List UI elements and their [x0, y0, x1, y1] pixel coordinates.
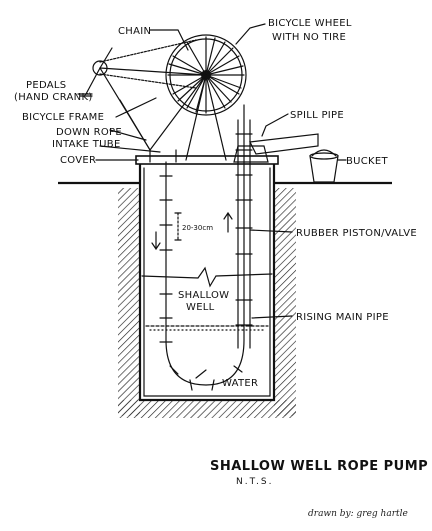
rope-discs-down [159, 175, 173, 343]
bucket [309, 155, 339, 183]
label-bicycle-wheel: BICYCLE WHEEL [268, 18, 352, 29]
leader-lines [77, 23, 347, 379]
rope-loop [165, 104, 245, 386]
label-intake-tube: INTAKE TUBE [52, 139, 121, 150]
label-rubber-piston: RUBBER PISTON/VALVE [296, 228, 417, 239]
label-water: WATER [222, 378, 258, 389]
chain [99, 39, 197, 89]
rising-main-pipe [237, 119, 251, 349]
arrow-up [223, 211, 233, 233]
break-line [141, 266, 273, 288]
label-hand-crank: (HAND CRANK) [14, 92, 93, 103]
label-down-rope: DOWN ROPE [56, 127, 122, 138]
rope-discs-bottom [169, 365, 243, 391]
diagram-subtitle: N.T.S. [236, 477, 273, 487]
spill-pipe [249, 133, 319, 155]
bicycle-wheel [165, 34, 247, 116]
label-chain: CHAIN [118, 26, 151, 37]
label-spacing: 20-30cm [182, 224, 213, 232]
rope-discs-up [235, 133, 253, 326]
label-shallow: SHALLOW [178, 290, 229, 301]
bicycle-frame [99, 67, 227, 163]
well-cover [135, 155, 279, 165]
label-spill-pipe: SPILL PIPE [290, 110, 344, 121]
arrow-down [151, 231, 161, 251]
soil-right [274, 188, 296, 416]
label-well: WELL [186, 302, 215, 313]
label-cover: COVER [60, 155, 96, 166]
label-bucket: BUCKET [346, 156, 389, 167]
label-rising-main: RISING MAIN PIPE [296, 312, 389, 323]
label-no-tire: WITH NO TIRE [272, 32, 346, 43]
diagram-title: SHALLOW WELL ROPE PUMP [210, 459, 428, 474]
label-bicycle-frame: BICYCLE FRAME [22, 112, 104, 123]
soil-left [118, 188, 140, 416]
label-pedals: PEDALS [26, 80, 66, 91]
soil-bottom [118, 400, 296, 418]
pedal-crank [79, 47, 113, 97]
well-shaft [138, 162, 276, 402]
well-inner-wall [143, 167, 271, 397]
signature: drawn by: greg hartle [308, 509, 408, 519]
